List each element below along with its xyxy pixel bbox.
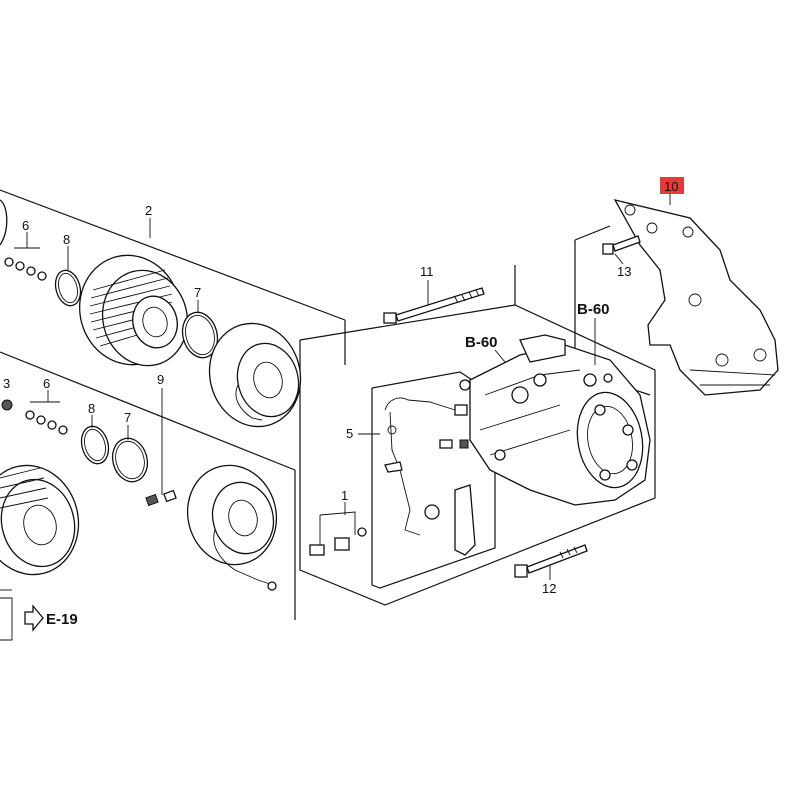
callout-2: 2 xyxy=(145,203,152,218)
bolt-12 xyxy=(514,544,588,578)
sensor-subassembly-frame xyxy=(371,371,496,589)
callout-5: 5 xyxy=(346,426,353,441)
callout-6-lower: 6 xyxy=(43,376,50,391)
compressor-assembly-frame xyxy=(299,265,656,606)
leader-lines xyxy=(14,193,671,580)
lower-left-parts xyxy=(0,399,278,591)
e19-arrow-icon xyxy=(0,597,44,641)
reference-e19: E-19 xyxy=(46,611,78,628)
reference-b60-right: B-60 xyxy=(577,301,610,318)
callout-9: 9 xyxy=(157,372,164,387)
bolt-13 xyxy=(602,235,641,255)
lower-clutch-assembly-frame xyxy=(0,351,296,620)
upper-clutch-assembly-frame xyxy=(0,189,346,365)
callout-8-lower: 8 xyxy=(88,401,95,416)
callout-10: 10 xyxy=(664,179,678,194)
upper-left-parts xyxy=(0,199,302,428)
callout-1: 1 xyxy=(341,488,348,503)
callout-8-upper: 8 xyxy=(63,232,70,247)
fitting-part-1 xyxy=(309,511,367,556)
sensor-wiring xyxy=(384,397,476,556)
callout-11: 11 xyxy=(420,264,434,279)
bolt-11 xyxy=(383,287,485,324)
callout-13: 13 xyxy=(617,264,631,279)
highlight-callout-10 xyxy=(660,177,684,194)
callout-12: 12 xyxy=(542,581,556,596)
callout-7-upper: 7 xyxy=(194,285,201,300)
compressor-body xyxy=(459,334,651,506)
callout-3: 3 xyxy=(3,376,10,391)
compressor-bracket xyxy=(613,199,779,396)
callout-6-upper: 6 xyxy=(22,218,29,233)
callout-7-lower: 7 xyxy=(124,410,131,425)
reference-b60-left: B-60 xyxy=(465,334,498,351)
